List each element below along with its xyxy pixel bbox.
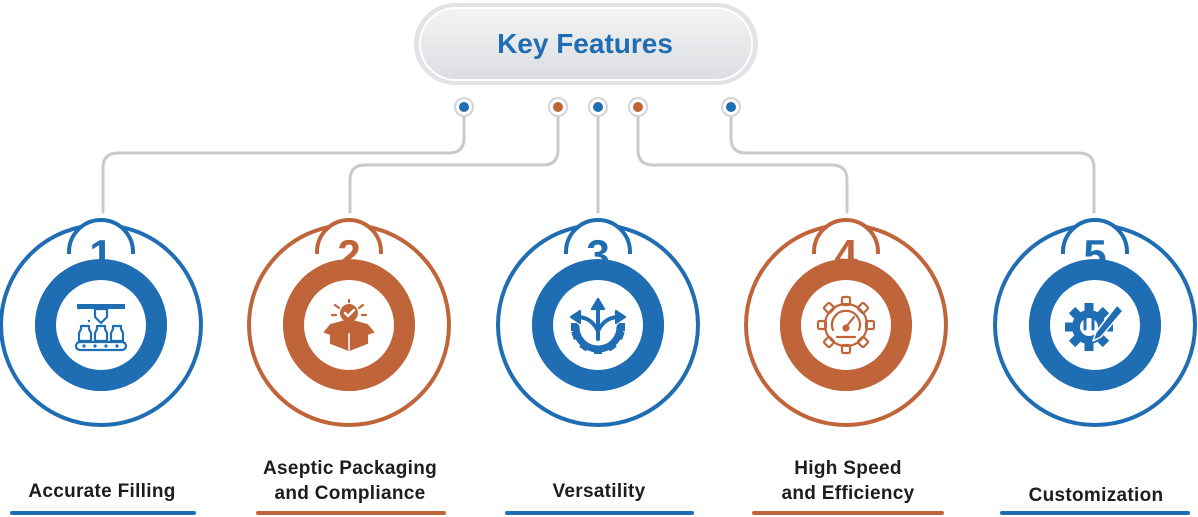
feature-label-line: Customization: [1028, 485, 1164, 506]
feature-1: 1: [0, 218, 203, 427]
feature-label: Customization: [994, 483, 1198, 508]
connector-dot: [454, 97, 474, 117]
connector-line: [101, 111, 466, 214]
feature-label-line: and Compliance: [274, 483, 426, 504]
multi-direction-gear-icon: [569, 297, 627, 354]
feature-number: 4: [834, 231, 858, 278]
feature-underline: [256, 511, 446, 515]
connector-dots: [454, 97, 741, 117]
feature-underline: [1000, 511, 1190, 515]
connector-dot: [588, 97, 608, 117]
connector-dot: [548, 97, 568, 117]
feature-2: 2: [247, 218, 451, 427]
feature-underline: [10, 511, 196, 515]
connector-lines: [101, 111, 1096, 214]
speedometer-gear-icon: [816, 295, 876, 355]
title-pill: Key Features: [414, 3, 758, 85]
feature-label-line: and Efficiency: [781, 483, 915, 504]
connector-dot: [721, 97, 741, 117]
title-text: Key Features: [497, 28, 673, 59]
connector-line: [729, 111, 1096, 214]
feature-label-line: Versatility: [552, 481, 646, 502]
approved-package-icon: [323, 298, 375, 352]
filling-machine-icon: [74, 304, 128, 352]
feature-label: Versatility: [497, 479, 701, 504]
feature-label: Aseptic Packaging and Compliance: [244, 456, 456, 506]
feature-5: 5: [993, 218, 1197, 427]
connector-dot: [628, 97, 648, 117]
feature-label-line: Accurate Filling: [28, 481, 176, 502]
feature-circles: 1 2 3 4 5: [0, 218, 1197, 427]
feature-number: 5: [1083, 231, 1106, 278]
feature-label: Accurate Filling: [0, 479, 204, 504]
connector-line: [636, 111, 849, 214]
gear-pencil-icon: [1065, 303, 1124, 351]
feature-number: 2: [337, 231, 360, 278]
feature-3: 3: [496, 218, 700, 427]
feature-underline: [505, 511, 694, 515]
feature-label-line: Aseptic Packaging: [262, 458, 438, 479]
feature-underline: [752, 511, 944, 515]
feature-4: 4: [744, 218, 948, 427]
connector-line: [348, 111, 560, 214]
feature-number: 1: [89, 231, 112, 278]
feature-number: 3: [586, 231, 609, 278]
feature-label: High Speed and Efficiency: [746, 456, 950, 506]
feature-label-line: High Speed: [794, 458, 902, 479]
